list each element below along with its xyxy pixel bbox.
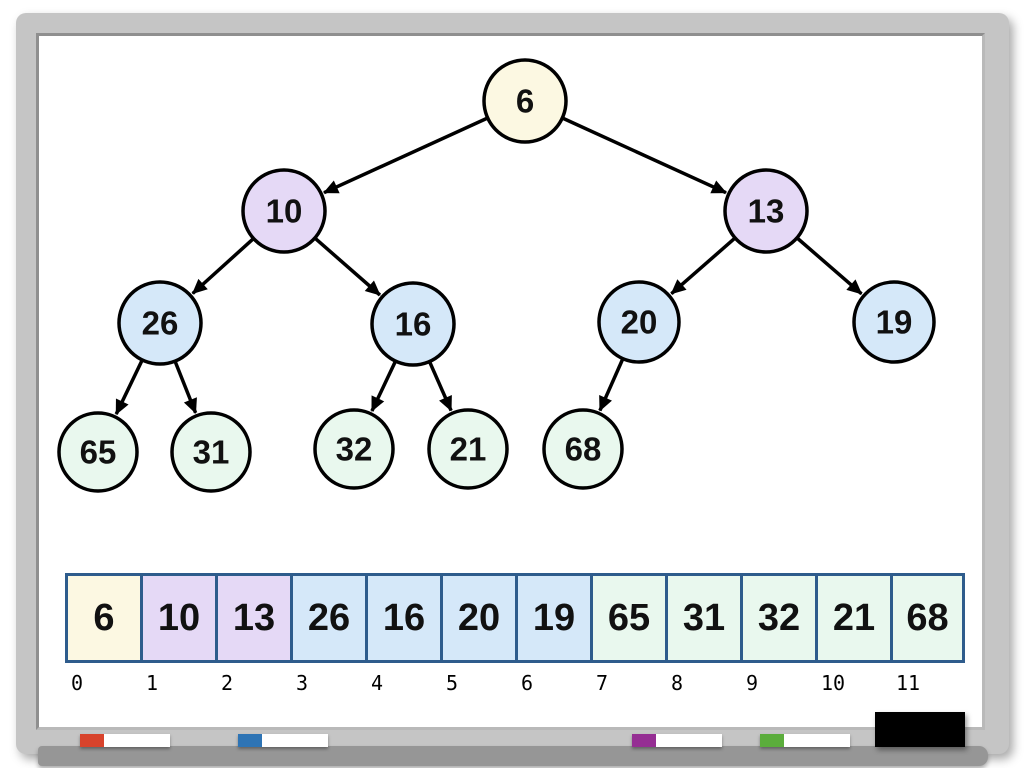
array-cell-11: 68 [890, 573, 965, 663]
array-cell-4: 16 [365, 573, 440, 663]
array-index-6: 6 [521, 671, 534, 695]
array-cell-3: 26 [290, 573, 365, 663]
array-cell-9: 32 [740, 573, 815, 663]
marker-cap-purple [632, 734, 656, 747]
array-index-2: 2 [221, 671, 234, 695]
array-index-10: 10 [821, 671, 846, 695]
array-index-4: 4 [371, 671, 384, 695]
array-cell-2: 13 [215, 573, 290, 663]
marker-cap-blue [238, 734, 262, 747]
marker-green [760, 734, 850, 747]
array-index-0: 0 [71, 671, 84, 695]
array-cell-6: 19 [515, 573, 590, 663]
array-index-9: 9 [746, 671, 759, 695]
marker-body [104, 734, 170, 747]
array-index-5: 5 [446, 671, 459, 695]
marker-body [262, 734, 328, 747]
marker-cap-green [760, 734, 784, 747]
array-index-1: 1 [146, 671, 159, 695]
array-cell-7: 65 [590, 573, 665, 663]
array-index-8: 8 [671, 671, 684, 695]
array-cell-8: 31 [665, 573, 740, 663]
array-index-11: 11 [896, 671, 921, 695]
array-cell-1: 10 [140, 573, 215, 663]
marker-body [656, 734, 722, 747]
array-index-3: 3 [296, 671, 309, 695]
array-cell-10: 21 [815, 573, 890, 663]
marker-red [80, 734, 170, 747]
marker-purple [632, 734, 722, 747]
marker-blue [238, 734, 328, 747]
marker-cap-red [80, 734, 104, 747]
array-cell-5: 20 [440, 573, 515, 663]
eraser [875, 712, 965, 747]
marker-body [784, 734, 850, 747]
array-cell-0: 6 [65, 573, 140, 663]
marker-tray [38, 746, 988, 766]
array-index-7: 7 [596, 671, 609, 695]
